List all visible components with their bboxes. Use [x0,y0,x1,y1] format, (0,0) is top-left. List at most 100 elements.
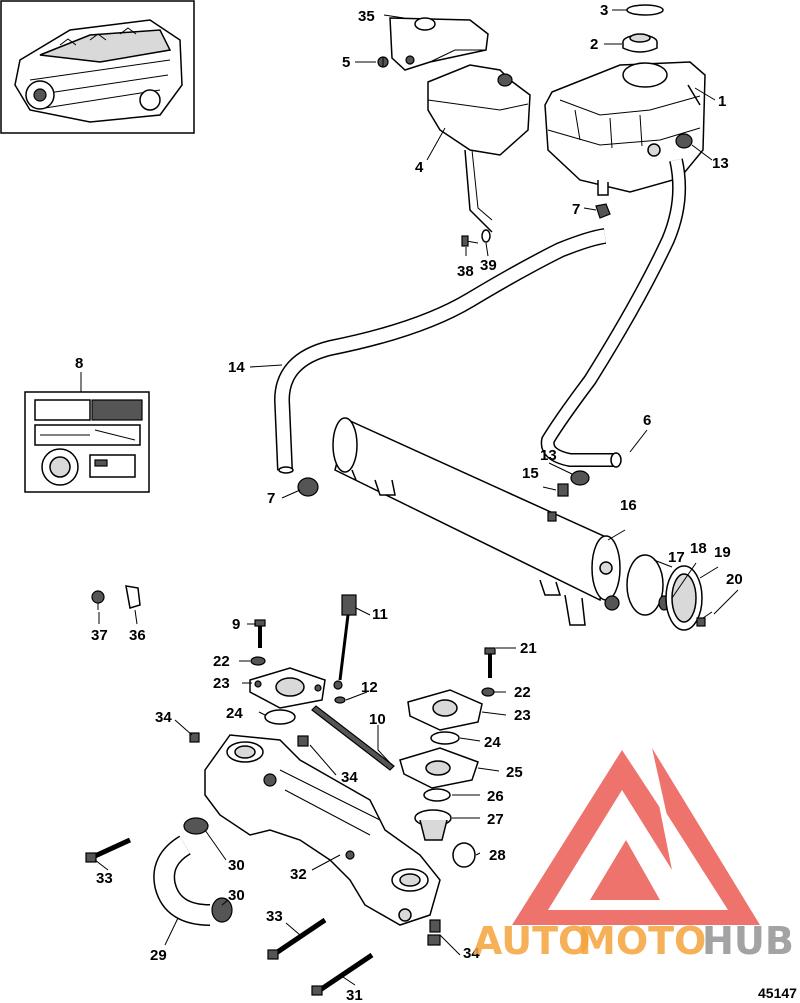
part-33-bolt-upper [85,837,132,863]
callout-37: 37 [91,627,108,644]
callout-35: 35 [358,8,375,25]
callout-3: 3 [600,2,608,19]
part-13-hose-clamp-upper [675,133,693,149]
part-30-clamp-upper [183,817,209,835]
callout-16: 16 [620,497,637,514]
part-2-reservoir-cap [622,33,658,53]
part-19-end-cover [665,565,703,631]
callout-34-left: 34 [155,709,172,726]
part-38-bolt [461,235,479,247]
part-34-plug-left [189,732,200,743]
callout-26: 26 [487,788,504,805]
callout-13-upper: 13 [712,155,729,172]
part-23-flange-right [407,689,483,731]
callout-13-lower: 13 [540,447,557,464]
callout-14: 14 [228,359,245,376]
callout-22-left: 22 [213,653,230,670]
callout-19: 19 [714,544,731,561]
callout-24-right: 24 [484,734,501,751]
part-9-bolt [254,619,266,648]
automotohub-watermark [512,748,760,925]
part-30-clamp-lower [211,897,233,923]
callout-32: 32 [290,866,307,883]
callout-33-upper: 33 [96,870,113,887]
callout-31: 31 [346,987,363,1003]
callout-30-lower: 30 [228,887,245,904]
callout-27: 27 [487,811,504,828]
callout-7-upper: 7 [572,201,580,218]
callout-17: 17 [668,549,685,566]
part-22-washer-right [481,687,495,697]
part-33-bolt-lower [267,917,327,960]
callout-28: 28 [489,847,506,864]
callout-30-upper: 30 [228,857,245,874]
part-6-hose [540,158,687,468]
callout-12: 12 [361,679,378,696]
callout-34-middle: 34 [341,769,358,786]
callout-34-lower: 34 [463,945,480,962]
callout-22-right: 22 [514,684,531,701]
part-29-elbow-hose [153,835,211,926]
callout-24-left: 24 [226,705,243,722]
callout-4: 4 [415,159,424,176]
part-7-clamp-upper [595,203,611,219]
callout-5: 5 [342,54,350,71]
part-7-clamp-lower [297,477,319,497]
callout-9: 9 [232,616,240,633]
part-24-seal-right [430,731,460,745]
part-8-decal-sheet [24,391,150,493]
part-20-screw [696,611,713,627]
callout-15: 15 [522,465,539,482]
callout-labels: 35 5 3 2 1 4 13 7 38 39 8 14 6 13 15 7 1… [75,2,743,1003]
part-35-bracket [389,17,489,71]
part-31-bolt [311,952,374,996]
part-24-seal-left [264,709,296,725]
part-22-washer-left [250,656,266,666]
part-32-thermostat-housing [204,734,441,926]
callout-25: 25 [506,764,523,781]
watermark-text-hub: HUB [702,919,794,963]
callout-36: 36 [129,627,146,644]
part-34-plug-middle [297,735,309,747]
part-16-heat-exchanger [332,417,621,626]
part-12-washer [334,696,346,704]
part-5-bolt [377,56,389,68]
callout-33-lower: 33 [266,908,283,925]
part-39-washer [481,229,491,243]
callout-21: 21 [520,640,537,657]
callout-10: 10 [369,711,386,728]
part-27-thermostat [414,809,452,841]
part-17-end-cap-gasket [626,554,664,616]
part-23-flange-left [249,667,326,709]
part-14-hose [273,228,607,474]
leader-lines [80,9,739,986]
part-37-bolt [91,590,105,610]
part-21-bolt [484,647,496,678]
engine-thumbnail-inset [0,0,195,134]
part-28-o-ring [452,842,476,868]
part-3-cap-seal [626,4,664,16]
part-36-fitting [125,585,141,609]
callout-2: 2 [590,36,598,53]
callout-18: 18 [690,540,707,557]
callout-1: 1 [718,93,726,110]
part-25-gasket [399,747,479,789]
watermark-text-auto: AUTO [473,919,590,963]
callout-6: 6 [643,412,651,429]
callout-38: 38 [457,263,474,280]
callout-23-left: 23 [213,675,230,692]
part-15-fitting [557,483,569,497]
part-10-strip [311,705,395,771]
watermark-text-moto: MOTO [578,919,706,963]
callout-8: 8 [75,355,83,372]
part-11-temperature-sensor [333,594,357,690]
part-13-hose-clamp-lower [570,470,590,486]
callout-39: 39 [480,257,497,274]
part-34-plug-lower [427,919,441,946]
callout-11: 11 [372,606,388,623]
figure-number: 45147 [758,985,797,1001]
callout-20: 20 [726,571,743,588]
part-4-mounting-bracket [427,64,531,233]
callout-7-lower: 7 [267,490,275,507]
